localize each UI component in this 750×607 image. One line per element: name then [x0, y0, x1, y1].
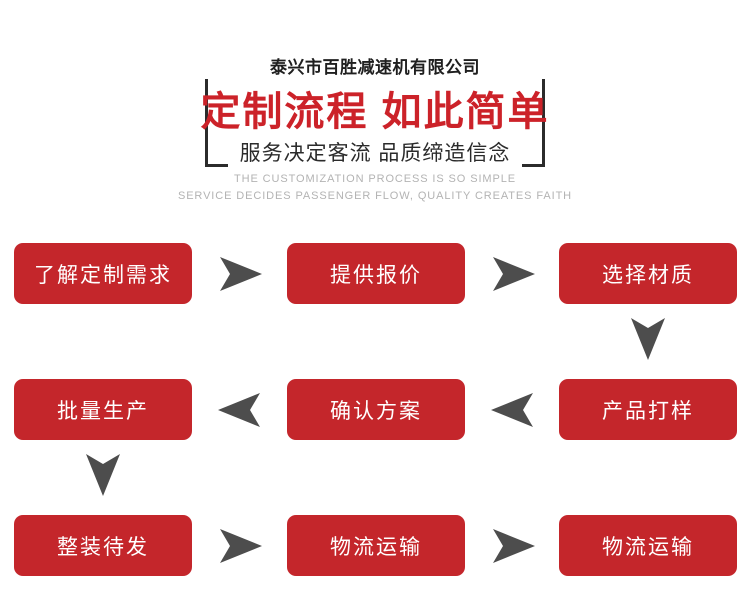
arrow-left-icon	[216, 391, 264, 429]
english-tagline-line-2: SERVICE DECIDES PASSENGER FLOW, QUALITY …	[177, 190, 573, 202]
arrow-right-icon	[489, 527, 537, 565]
flow-step-box: 选择材质	[559, 243, 737, 304]
flow-step-box: 产品打样	[559, 379, 737, 440]
arrow-right-icon	[216, 255, 264, 293]
flow-step-box: 物流运输	[287, 515, 465, 576]
page-subtitle-text: 服务决定客流 品质缔造信念	[227, 141, 523, 167]
arrow-right-icon	[489, 255, 537, 293]
english-tagline-line-1: THE CUSTOMIZATION PROCESS IS SO SIMPLE	[234, 173, 516, 185]
arrow-left-icon	[489, 391, 537, 429]
page-title: 定制流程 如此简单	[200, 90, 550, 134]
page-subtitle: 服务决定客流 品质缔造信念	[0, 141, 750, 167]
flow-step-box: 批量生产	[14, 379, 192, 440]
flow-step-box: 物流运输	[559, 515, 737, 576]
company-name-text: 泰兴市百胜减速机有限公司	[260, 57, 490, 79]
flow-step-box: 整装待发	[14, 515, 192, 576]
flow-step-box: 了解定制需求	[14, 243, 192, 304]
arrow-right-icon	[216, 527, 264, 565]
arrow-down-icon	[84, 450, 122, 498]
flow-step-box: 提供报价	[287, 243, 465, 304]
header-banner: 泰兴市百胜减速机有限公司 定制流程 如此简单 服务决定客流 品质缔造信念 THE…	[0, 0, 750, 228]
company-name: 泰兴市百胜减速机有限公司	[0, 57, 750, 79]
flow-step-box: 确认方案	[287, 379, 465, 440]
process-flow-diagram: 了解定制需求 提供报价 选择材质 批量生产 确认方案 产品打样 整装待发 物流运…	[0, 228, 750, 607]
arrow-down-icon	[629, 314, 667, 362]
